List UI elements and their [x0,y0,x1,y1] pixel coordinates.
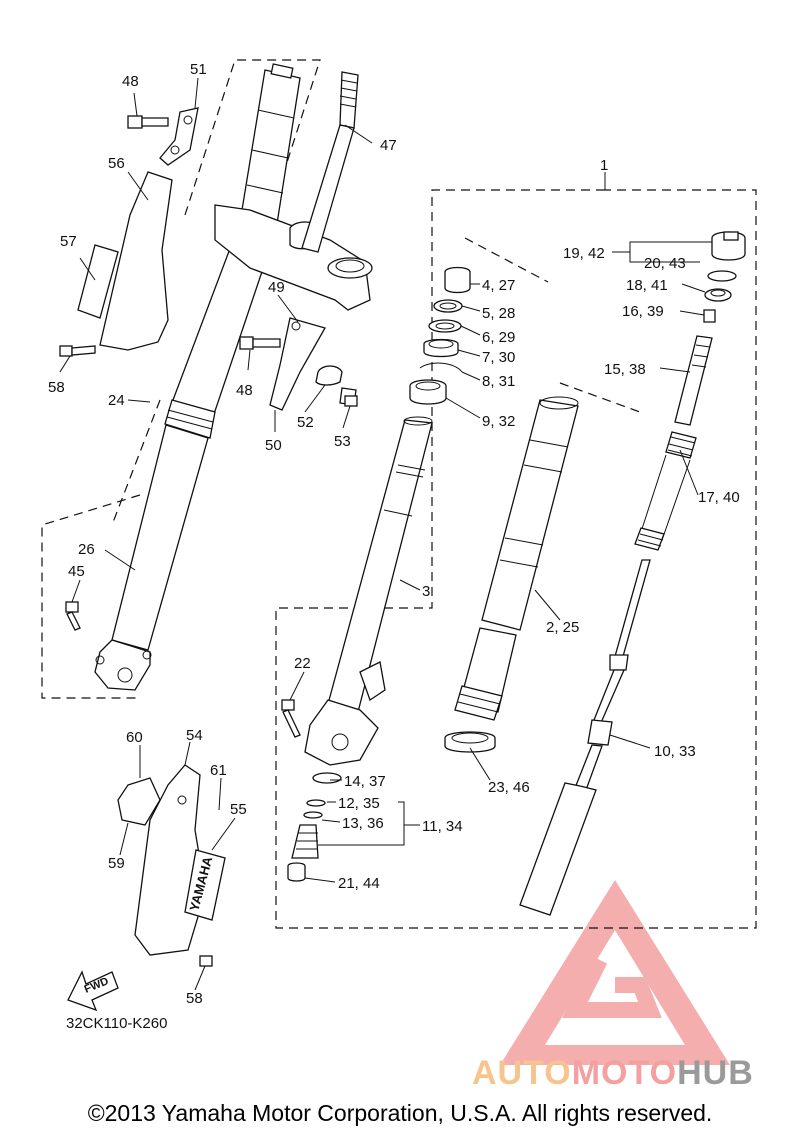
callout-47: 47 [380,137,397,154]
callout-12-35: 12, 35 [338,795,380,812]
cable-brackets [159,107,357,411]
callout-8-31: 8, 31 [482,373,515,390]
callout-50: 50 [265,437,282,454]
callout-21-44: 21, 44 [338,875,380,892]
callout-1: 1 [600,157,608,174]
assembly-boundaries [41,59,757,929]
watermark-part-1: AUTO [472,1054,572,1092]
callout-4-27: 4, 27 [482,277,515,294]
inner-tube [304,416,433,766]
callout-54: 54 [186,727,203,744]
callout-56: 56 [108,155,125,172]
callout-5-28: 5, 28 [482,305,515,322]
callout-48-mid: 48 [236,382,253,399]
callout-18-41: 18, 41 [626,277,668,294]
callout-15-38: 15, 38 [604,361,646,378]
callout-23-46: 23, 46 [488,779,530,796]
callout-3: 3 [422,583,430,600]
callout-55: 55 [230,801,247,818]
lower-fork-guard: YAMAHA [117,764,226,956]
watermark-part-3: HUB [677,1054,754,1092]
leader-lines [59,77,712,991]
callout-11-34: 11, 34 [422,818,463,835]
callout-48-top: 48 [122,73,139,90]
callout-61: 61 [210,762,227,779]
fwd-arrow: FWD [67,970,119,1012]
callout-51: 51 [190,61,207,78]
callout-58-left: 58 [48,379,65,396]
watermark-text: AUTOMOTOHUB [472,1054,754,1093]
lower-seals [287,772,342,882]
outer-tube [444,396,579,753]
callout-60: 60 [126,729,143,746]
seal-stack [409,266,471,405]
callout-9-32: 9, 32 [482,413,515,430]
callout-20-43: 20, 43 [644,255,686,272]
watermark-logo [500,880,730,1065]
callout-16-39: 16, 39 [622,303,664,320]
callout-24: 24 [108,392,125,409]
callout-53: 53 [334,433,351,450]
callout-2-25: 2, 25 [546,619,579,636]
copyright-notice: ©2013 Yamaha Motor Corporation, U.S.A. A… [87,1100,713,1126]
callout-52: 52 [297,414,314,431]
callout-13-36: 13, 36 [342,815,384,832]
callout-26: 26 [78,541,95,558]
callout-58-bottom: 58 [186,990,203,1007]
callout-labels: 1 48 51 56 57 58 24 47 49 48 50 52 53 26… [48,61,740,1007]
callout-49: 49 [268,279,285,296]
fork-guard [77,171,173,351]
callout-22: 22 [294,655,311,672]
callout-45: 45 [68,563,85,580]
callout-10-33: 10, 33 [654,743,696,760]
steering-stem [301,71,359,253]
callout-17-40: 17, 40 [698,489,740,506]
callout-19-42: 19, 42 [563,245,605,262]
damper-assembly [519,231,746,916]
callout-57: 57 [60,233,77,250]
bolts [59,115,358,967]
watermark-part-2: MOTO [571,1054,678,1092]
callout-6-29: 6, 29 [482,329,515,346]
diagram-code: 32CK110-K260 [66,1015,168,1032]
callout-14-37: 14, 37 [344,773,386,790]
callout-7-30: 7, 30 [482,349,515,366]
callout-59: 59 [108,855,125,872]
